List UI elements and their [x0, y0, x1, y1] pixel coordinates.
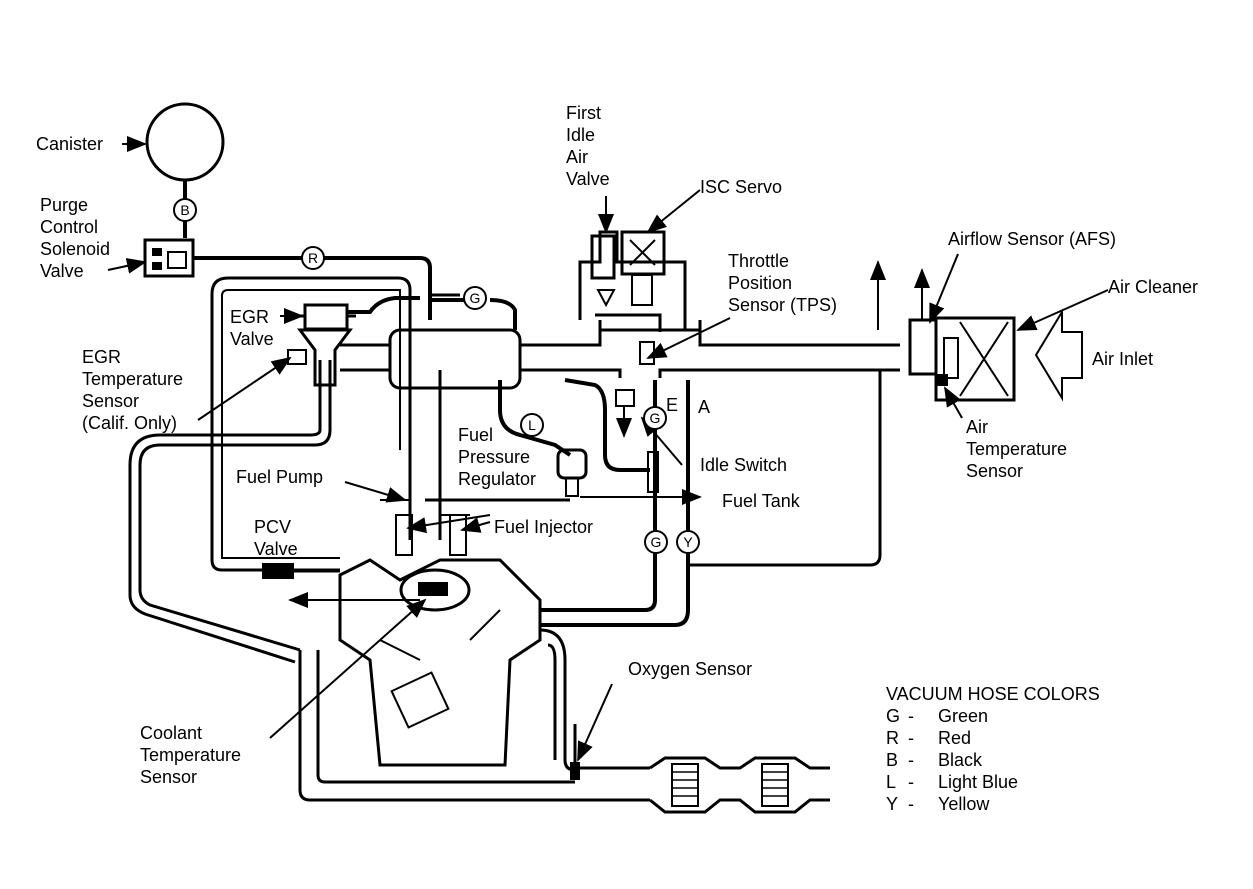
canister: [145, 102, 225, 182]
hose-tag-g-mid: G: [643, 406, 667, 430]
svg-text:G: G: [650, 410, 661, 426]
legend-item: L-Light Blue: [886, 772, 1019, 792]
svg-text:G: G: [470, 290, 481, 306]
hose-tag-b: B: [173, 198, 197, 222]
hose-g-top-2: [428, 293, 460, 320]
hose-idle: [564, 378, 650, 472]
catalytic-converters: [649, 756, 830, 814]
svg-text:Y: Y: [683, 534, 693, 550]
hose-r: [193, 256, 432, 320]
fuel-rail: [380, 370, 470, 556]
hose-outer-left-inner: [221, 289, 401, 559]
svg-text:L: L: [528, 417, 536, 433]
vacuum-hose-legend: VACUUM HOSE COLORS G-Green R-Red B-Black…: [886, 683, 1100, 815]
hose-outer-left: [210, 276, 412, 572]
label-fuel-tank: Fuel Tank: [722, 491, 800, 511]
hose-g-low: [540, 380, 657, 612]
hose-y: [540, 380, 690, 627]
exhaust-left: [298, 650, 575, 802]
pcv-valve-shape: [262, 563, 294, 579]
air-inlet-arrow: [1034, 308, 1083, 402]
legend-item: Y-Yellow: [886, 794, 990, 814]
fuel-pressure-regulator-shape: [556, 448, 588, 497]
label-isc-servo: ISC Servo: [700, 177, 783, 197]
purge-solenoid: [143, 238, 195, 278]
svg-text:G: G: [651, 534, 662, 550]
hose-tag-y: Y: [676, 530, 700, 554]
label-fuel-pump: Fuel Pump: [236, 467, 324, 487]
hose-right-loop: [690, 370, 882, 567]
engine-block: [338, 558, 542, 767]
label-air-cleaner: Air Cleaner: [1108, 277, 1199, 297]
label-oxygen-sensor: Oxygen Sensor: [628, 659, 753, 679]
label-canister: Canister: [36, 134, 104, 154]
afs-air-cleaner: [908, 316, 1016, 402]
legend-title: VACUUM HOSE COLORS: [886, 684, 1100, 704]
svg-text:B: B: [180, 202, 189, 218]
hose-canister-return: [138, 360, 332, 652]
legend-item: B-Black: [886, 750, 983, 770]
label-fuel-injector: Fuel Injector: [494, 517, 594, 537]
exhaust-right: [539, 628, 576, 772]
oxygen-sensor-shape: [570, 762, 580, 780]
hose-l: [498, 380, 572, 457]
hose-tag-l: L: [520, 413, 544, 437]
hose-tag-g-low: G: [644, 530, 668, 554]
label-idle-switch: Idle Switch: [700, 455, 788, 475]
label-port-a: A: [698, 397, 711, 417]
egr-vacuum-hose: [347, 296, 420, 314]
label-airflow-sensor: Airflow Sensor (AFS): [948, 229, 1117, 249]
legend-item: G-Green: [886, 706, 989, 726]
hose-tag-g-top: G: [463, 286, 487, 310]
hose-tag-r: R: [301, 246, 325, 270]
hose-canister-return-2: [128, 360, 322, 664]
label-port-e: E: [666, 395, 679, 415]
svg-text:R: R: [308, 250, 318, 266]
legend-item: R-Red: [886, 728, 972, 748]
intake-plenum: [340, 320, 900, 390]
label-air-inlet: Air Inlet: [1092, 349, 1154, 369]
